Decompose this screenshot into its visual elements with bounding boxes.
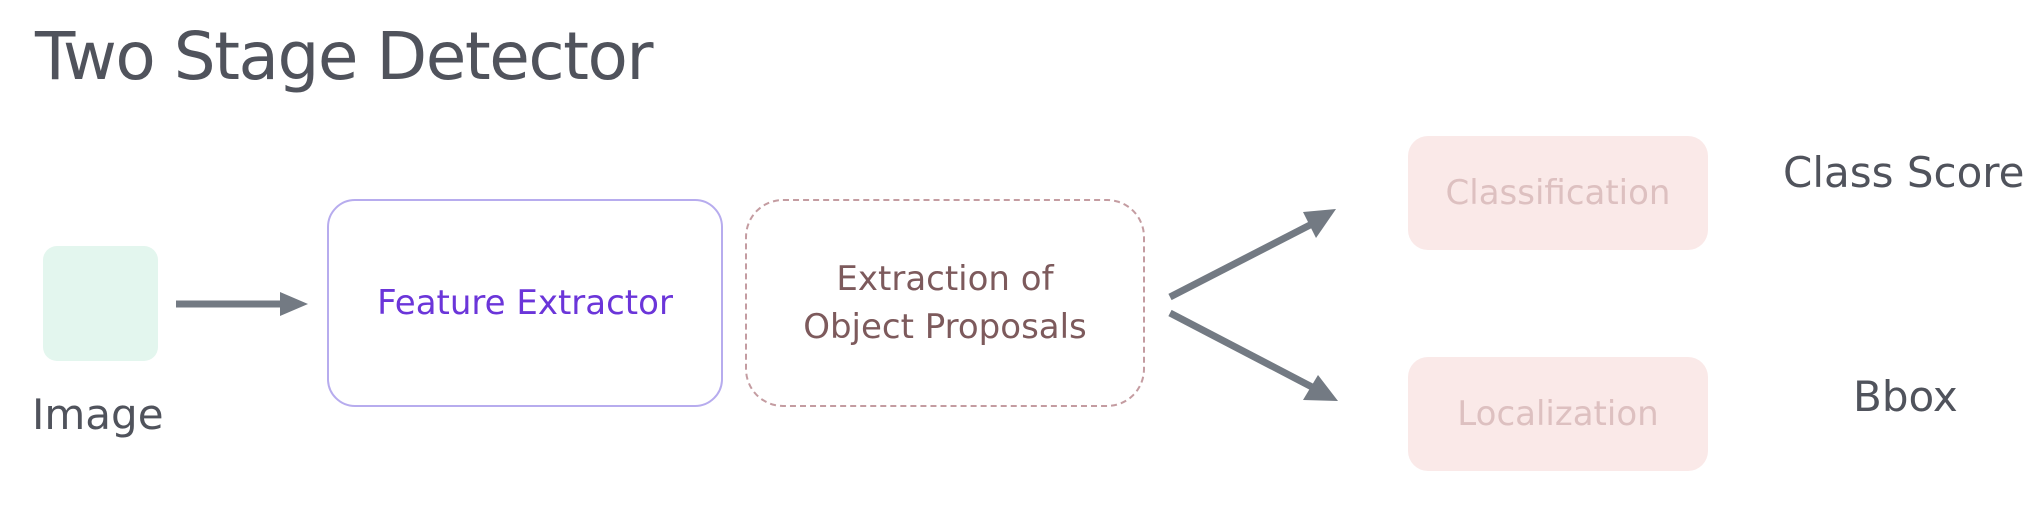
localization-head-box: Localization [1408, 357, 1708, 471]
proposals-to-classification-arrow [1168, 209, 1336, 301]
classification-head-box: Classification [1408, 136, 1708, 250]
input-image-label: Image [32, 390, 164, 439]
class-score-label: Class Score [1783, 148, 2025, 197]
localization-head-label: Localization [1457, 394, 1659, 434]
input-image-box [43, 246, 158, 361]
object-proposals-label-line1: Extraction of [836, 259, 1054, 299]
classification-head-label: Classification [1445, 173, 1671, 213]
object-proposals-label: Extraction of Object Proposals [803, 255, 1087, 351]
diagram-title: Two Stage Detector [35, 18, 654, 95]
image-to-feature-arrow [176, 292, 308, 316]
proposals-to-localization-arrow [1168, 309, 1338, 401]
object-proposals-label-line2: Object Proposals [803, 307, 1087, 347]
feature-extractor-box: Feature Extractor [327, 199, 723, 407]
object-proposals-box: Extraction of Object Proposals [745, 199, 1145, 407]
feature-extractor-label: Feature Extractor [377, 283, 673, 323]
bbox-label: Bbox [1853, 372, 1958, 421]
